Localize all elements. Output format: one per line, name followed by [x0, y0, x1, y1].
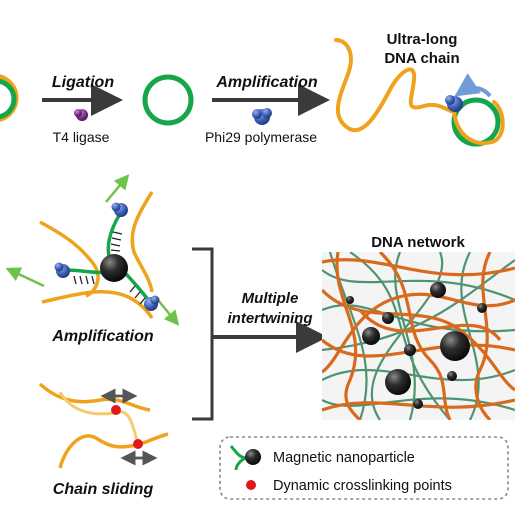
multiple-label: Multiple: [242, 290, 299, 307]
circular-dna-ring: [142, 74, 194, 126]
legend-nanoparticle-text: Magnetic nanoparticle: [273, 450, 415, 466]
amplification-step-label: Amplification: [215, 74, 318, 91]
network-nanoparticles: [346, 282, 487, 409]
phi29-polymerase-label: Phi29 polymerase: [205, 129, 317, 145]
ligation-label: Ligation: [52, 74, 114, 91]
phi29-polymerase-icon: [252, 108, 272, 125]
flow-arrow-left: [5, 267, 45, 288]
flow-arrow-right: [157, 299, 180, 326]
polymerase-icons: [54, 202, 160, 311]
chain-sliding-mechanism: [38, 382, 169, 469]
ultra-long-label: Ultra-long: [387, 31, 458, 48]
legend: Magnetic nanoparticle Dynamic crosslinki…: [219, 436, 509, 500]
magnetic-nanoparticle-center: [100, 254, 128, 282]
crosslink-point: [133, 439, 143, 449]
crosslink-point: [111, 405, 121, 415]
combine-bracket: [192, 247, 328, 421]
amplification-mechanism: [5, 174, 180, 326]
base-pair-ticks: [73, 231, 146, 305]
amplification-mechanism-label: Amplification: [51, 328, 154, 345]
flow-arrow-top: [105, 174, 130, 203]
circular-template-left: [0, 74, 19, 122]
t4-ligase-icon: [74, 109, 88, 121]
nanoparticle-legend-icon: [229, 445, 261, 471]
t4-ligase-label: T4 ligase: [53, 129, 110, 145]
crosslink-legend-icon: [246, 480, 256, 490]
intertwining-label: intertwining: [228, 310, 313, 327]
dna-chain-label: DNA chain: [384, 50, 459, 67]
dna-network-title: DNA network: [371, 234, 465, 251]
top-process-row: Ligation T4 ligase Amplification Phi29 p…: [0, 31, 505, 147]
dna-network-render: [322, 252, 515, 420]
ultra-long-dna-chain: [334, 38, 505, 147]
chain-sliding-label: Chain sliding: [53, 481, 154, 498]
legend-crosslink-text: Dynamic crosslinking points: [273, 478, 452, 494]
